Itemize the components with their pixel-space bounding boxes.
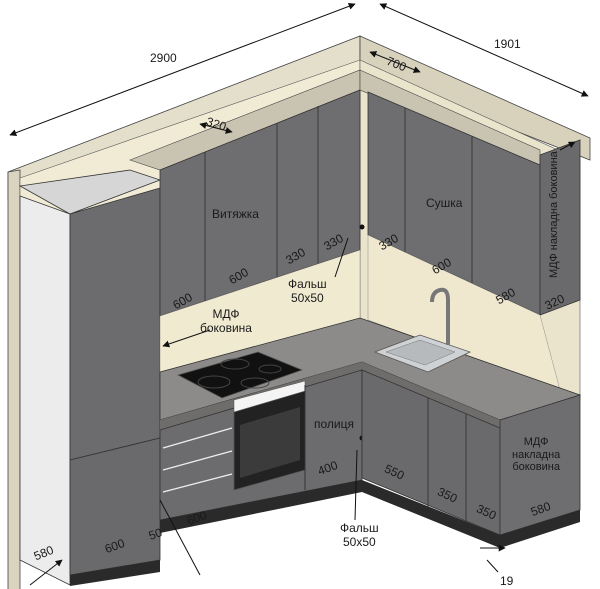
lower-end-panel-line3: боковина xyxy=(512,461,560,474)
filler-top-size: 50x50 xyxy=(290,290,324,305)
shelf-label: полиця xyxy=(314,417,354,431)
upper-end-panel-label: МДФ накладна боковина xyxy=(548,151,560,278)
overall-width-side: 1901 xyxy=(494,37,521,51)
tall-cabinet-front-upper xyxy=(69,187,161,461)
left-wall-face xyxy=(7,169,21,589)
countertop-edge xyxy=(160,362,500,430)
filler-top-name: Фальш xyxy=(288,277,327,291)
mdf-side-line2: боковина xyxy=(200,320,252,335)
mdf-side-label: МДФ боковина xyxy=(200,307,252,336)
mdf-side-line1: МДФ xyxy=(212,307,240,321)
filler-bottom-name: Фальш xyxy=(340,521,379,535)
overall-width-main: 2900 xyxy=(150,51,177,65)
filler-bottom-size: 50x50 xyxy=(342,534,376,549)
tall-cabinet-front-lower xyxy=(69,437,161,576)
upper-right-end-panel xyxy=(539,139,581,316)
hood-label: Витяжка xyxy=(212,207,259,221)
faucet xyxy=(430,287,450,345)
lower-end-panel-line1: МДФ xyxy=(523,436,549,448)
filler-top-label: Фальш 50x50 xyxy=(288,277,327,306)
lower-end-panel-line2: накладна xyxy=(512,448,561,461)
plinth xyxy=(160,480,580,548)
dryer-label: Сушка xyxy=(426,196,463,210)
tall-plinth xyxy=(70,560,160,586)
tall-cabinet-side xyxy=(19,195,71,586)
filler-bottom-label: Фальш 50x50 xyxy=(340,521,379,550)
plinth-gap: 19 xyxy=(500,574,514,588)
hob xyxy=(176,351,304,399)
lower-end-panel-label: МДФ накладна боковина xyxy=(512,436,560,474)
